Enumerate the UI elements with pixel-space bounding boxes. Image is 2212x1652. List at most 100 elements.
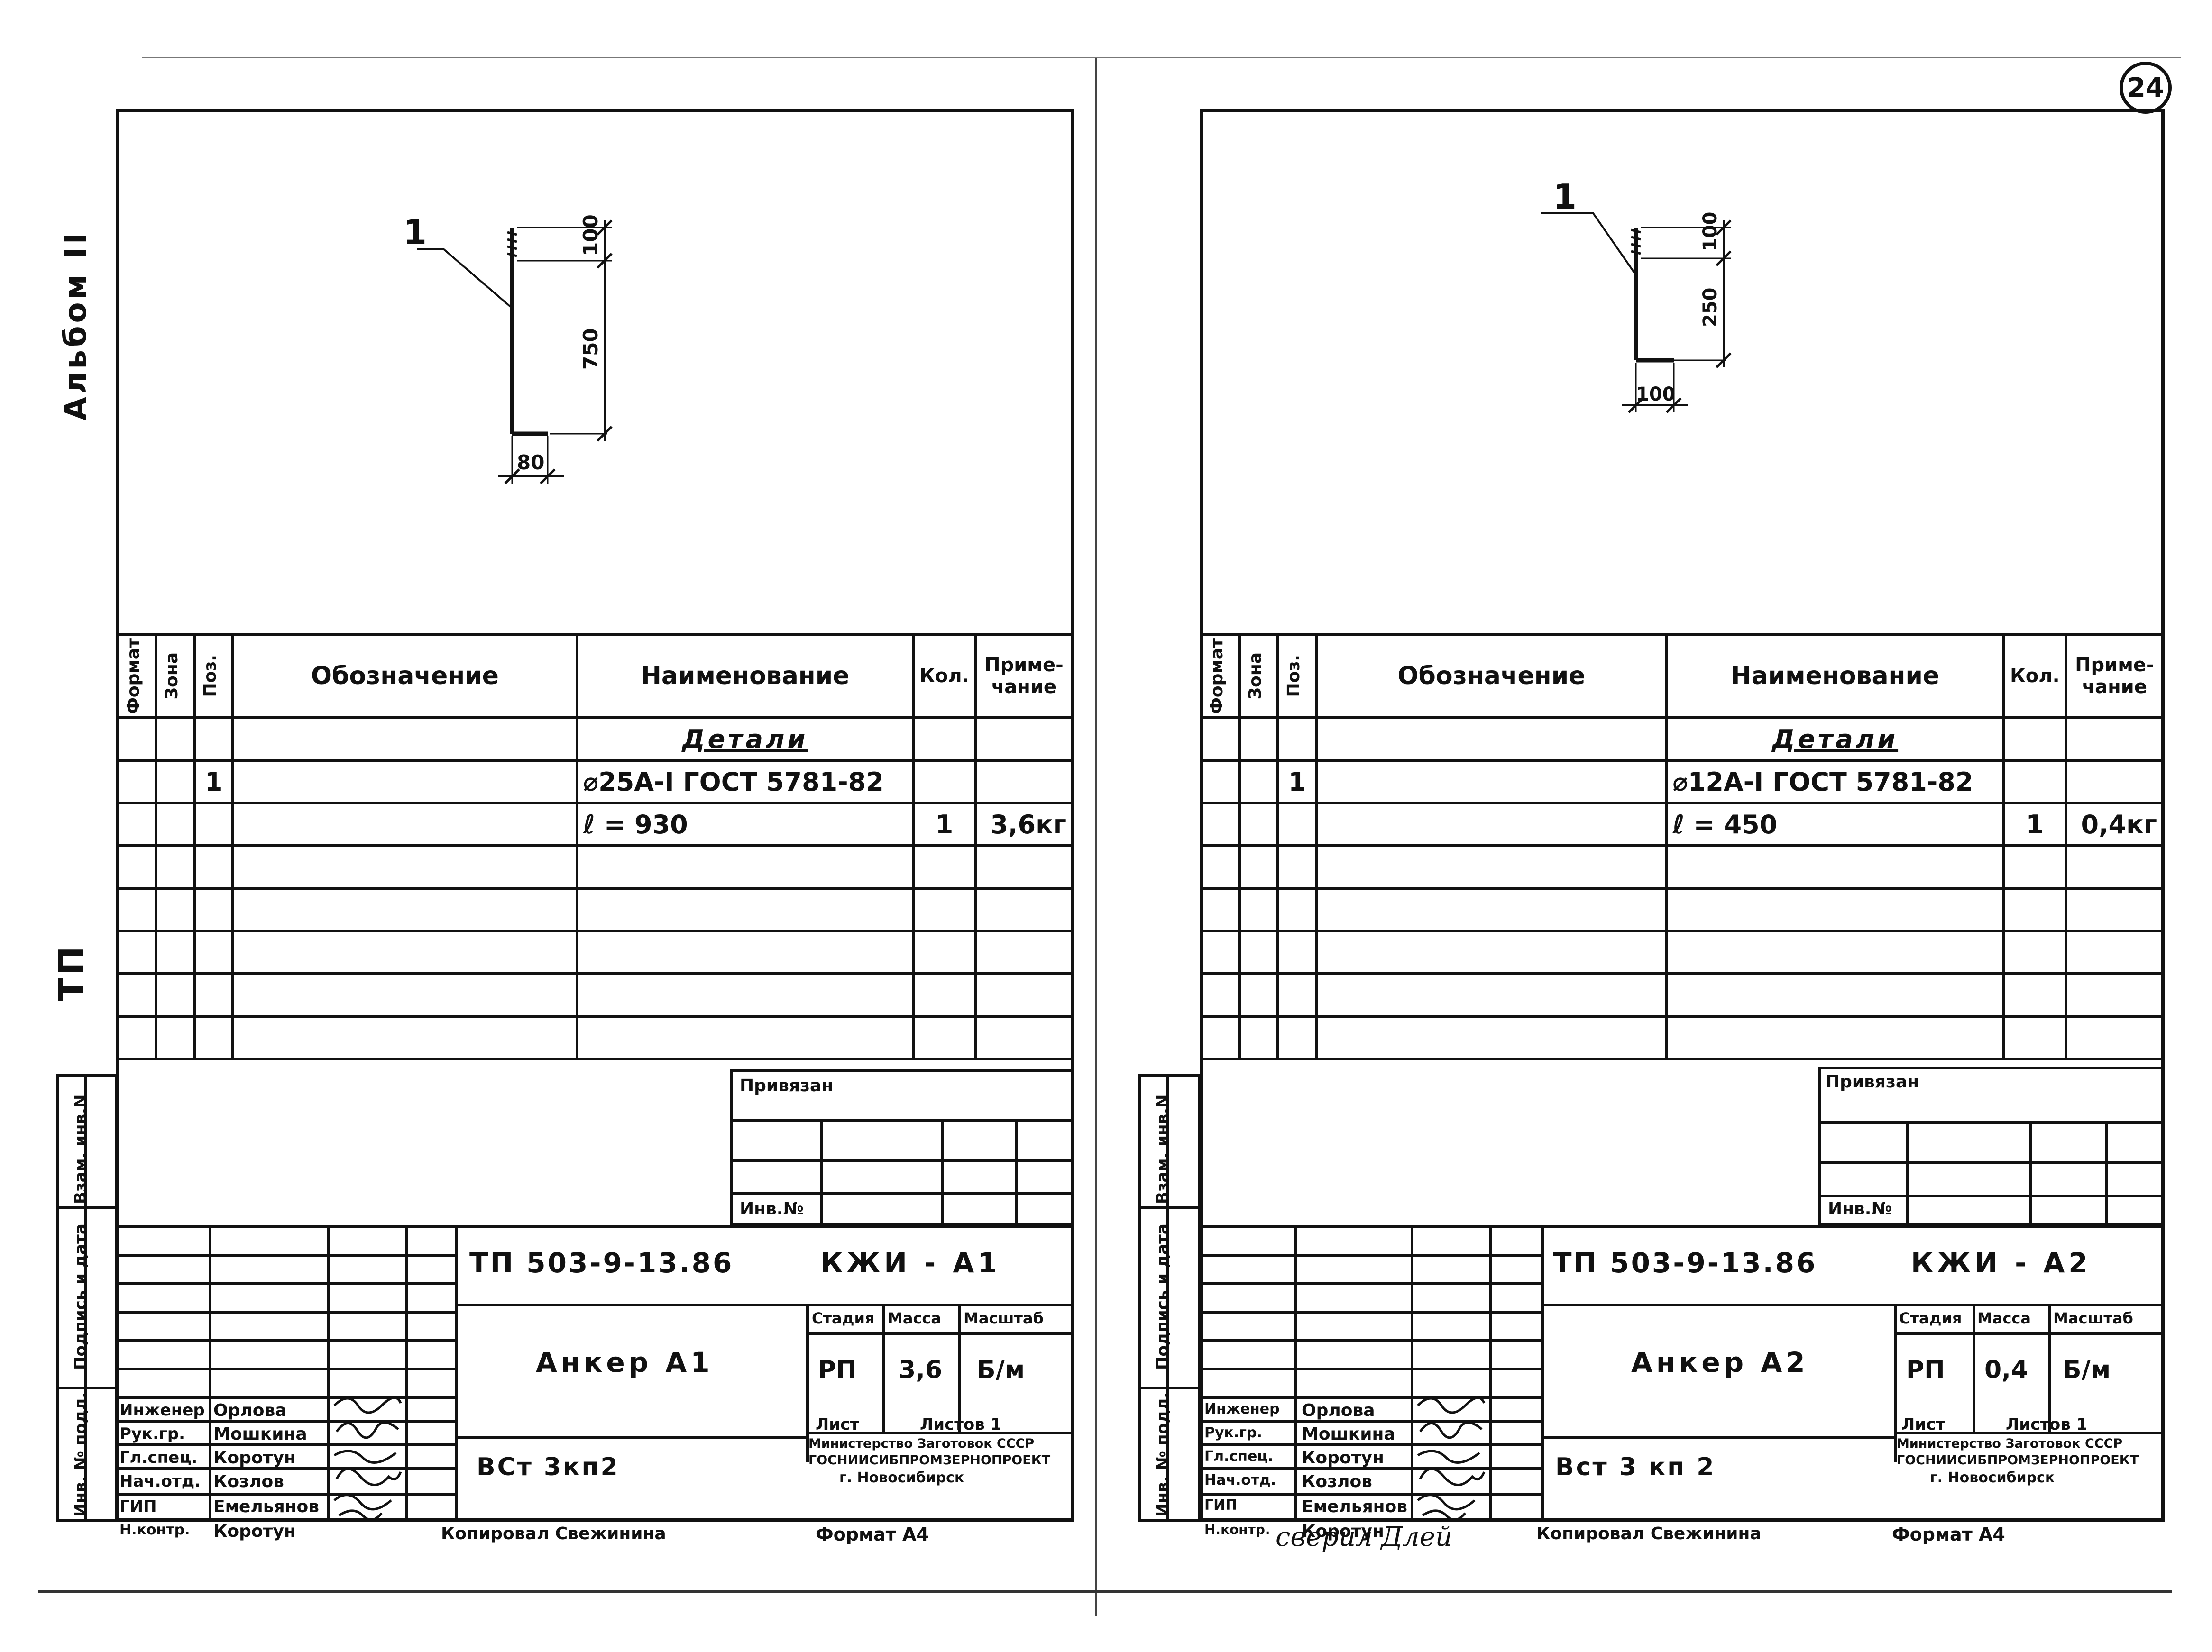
stamp-divider xyxy=(1973,1304,1975,1432)
dim-250: 250 xyxy=(1699,288,1721,328)
table-row xyxy=(1199,844,2165,890)
table-row xyxy=(116,972,1074,1018)
title-block-divider xyxy=(1411,1225,1413,1522)
privyazan-label: Привязан xyxy=(740,1076,834,1095)
doc-title: Анкер А1 xyxy=(536,1346,714,1378)
role-label: Н.контр. xyxy=(119,1522,190,1538)
title-block-divider xyxy=(1489,1225,1492,1522)
material: ВСт 3кп2 xyxy=(477,1453,620,1481)
sheet-1-anchor-drawing: 1 100 750 80 xyxy=(403,212,613,484)
format-label: Формат А4 xyxy=(816,1524,929,1545)
title-block-rule xyxy=(1200,1311,1541,1314)
sheet-2-side-inv: Инв. № подл. xyxy=(1153,1392,1172,1517)
dim-750: 750 xyxy=(579,328,602,370)
sheet-2-side-rule xyxy=(1138,1206,1201,1209)
table-row xyxy=(1199,887,2165,932)
title-block-rule xyxy=(116,1396,455,1399)
privyazan-rule xyxy=(1818,1195,2165,1197)
title-block-rule xyxy=(1541,1304,2165,1306)
title-block-divider xyxy=(455,1225,458,1522)
listov-label: Листов 1 xyxy=(920,1415,1002,1434)
title-block-rule xyxy=(116,1467,455,1470)
section-title: Детали xyxy=(575,716,915,762)
org-line-3: г. Новосибирск xyxy=(839,1469,964,1486)
sheet-2-privyazan-box xyxy=(1818,1067,2165,1225)
org-line-3: г. Новосибирск xyxy=(1930,1469,2055,1486)
sheet-1-side-divider xyxy=(84,1074,87,1522)
person-name: Емельянов xyxy=(1302,1497,1408,1516)
stamp-divider xyxy=(882,1304,885,1432)
privyazan-label: Привязан xyxy=(1826,1072,1919,1092)
doc-title: Анкер А2 xyxy=(1631,1346,1809,1378)
stadiya-label: Стадия xyxy=(812,1309,875,1327)
sveril-note: сверил Длей xyxy=(1276,1522,1452,1552)
table-row: Детали xyxy=(116,716,1074,762)
stamp-rule xyxy=(1894,1332,2165,1335)
col-naimenovanie: Наименование xyxy=(1665,633,2006,719)
list-label: Лист xyxy=(816,1415,859,1434)
leader-line xyxy=(1541,212,1637,276)
privyazan-rule xyxy=(730,1159,1074,1162)
person-name: Мошкина xyxy=(1302,1424,1395,1444)
doc-code: ТП 503-9-13.86 xyxy=(469,1247,734,1279)
title-block-divider xyxy=(1894,1304,1897,1462)
thread-hatch xyxy=(1631,228,1641,255)
table-row: 1 ⌀25А-I ГОСТ 5781-82 xyxy=(116,759,1074,804)
title-block-rule xyxy=(116,1254,455,1257)
title-block-rule xyxy=(116,1443,455,1446)
stamp-rule xyxy=(806,1432,1074,1434)
sheet-1-side-inv: Инв. № подл. xyxy=(71,1392,90,1517)
sheet-2-spec-table: Формат Зона Поз. Обозначение Наименовани… xyxy=(1199,633,2165,1060)
title-block-rule xyxy=(1200,1420,1541,1423)
sheet-2-signatures xyxy=(1417,1396,1486,1519)
role-label: Рук.гр. xyxy=(119,1424,185,1443)
sheet-1-side-vzam: Взам. инв.N xyxy=(71,1094,90,1204)
title-block-divider xyxy=(1541,1225,1544,1522)
title-block-divider xyxy=(405,1225,408,1522)
title-block-divider xyxy=(209,1225,211,1522)
sheet-2-side-rule xyxy=(1138,1387,1201,1389)
table-row xyxy=(116,930,1074,975)
privyazan-divider xyxy=(941,1119,944,1225)
kopiroval-label: Копировал Свежинина xyxy=(441,1524,666,1543)
sheet-2-side-podpis: Подпись и дата xyxy=(1153,1223,1172,1370)
sheet-1-side-rule xyxy=(56,1206,118,1209)
sheet-2-side-divider xyxy=(1166,1074,1169,1522)
col-primechanie: Приме-чание xyxy=(973,633,1074,719)
sheet-1-spec-table: Формат Зона Поз. Обозначение Наименовани… xyxy=(116,633,1074,1060)
col-poz: Поз. xyxy=(193,633,235,719)
tp-label: ТП xyxy=(51,943,91,1001)
doc-code: ТП 503-9-13.86 xyxy=(1553,1247,1817,1279)
privyazan-divider xyxy=(1906,1121,1909,1225)
title-block-top xyxy=(1200,1225,2165,1228)
col-poz: Поз. xyxy=(1276,633,1318,719)
role-label: Нач.отд. xyxy=(119,1472,201,1491)
stadiya-label: Стадия xyxy=(1899,1309,1962,1327)
col-kol: Кол. xyxy=(912,633,977,719)
pos-label: 1 xyxy=(1553,180,1577,217)
title-block-rule xyxy=(455,1304,1074,1306)
title-block-rule xyxy=(1541,1436,1894,1439)
person-name: Емельянов xyxy=(213,1497,320,1516)
title-block-rule xyxy=(455,1436,806,1439)
role-label: ГИП xyxy=(119,1497,157,1516)
masshtab-label: Масштаб xyxy=(2053,1309,2133,1327)
role-label: Инженер xyxy=(119,1401,205,1420)
table-row xyxy=(1199,1015,2165,1060)
leader-line xyxy=(417,248,513,309)
col-primechanie: Приме-чание xyxy=(2064,633,2165,719)
title-block-rule xyxy=(1200,1339,1541,1342)
section-title: Детали xyxy=(1665,716,2006,762)
person-name: Орлова xyxy=(1302,1401,1375,1420)
sheet-1-side-rule xyxy=(56,1387,118,1389)
masshtab-value: Б/м xyxy=(977,1356,1025,1384)
person-name: Козлов xyxy=(1302,1472,1372,1491)
col-naimenovanie: Наименование xyxy=(575,633,915,719)
col-format: Формат xyxy=(116,633,158,719)
kopiroval-label: Копировал Свежинина xyxy=(1536,1524,1762,1543)
table-row: Детали xyxy=(1199,716,2165,762)
stamp-divider xyxy=(958,1304,961,1432)
dim-80: 80 xyxy=(517,451,544,474)
